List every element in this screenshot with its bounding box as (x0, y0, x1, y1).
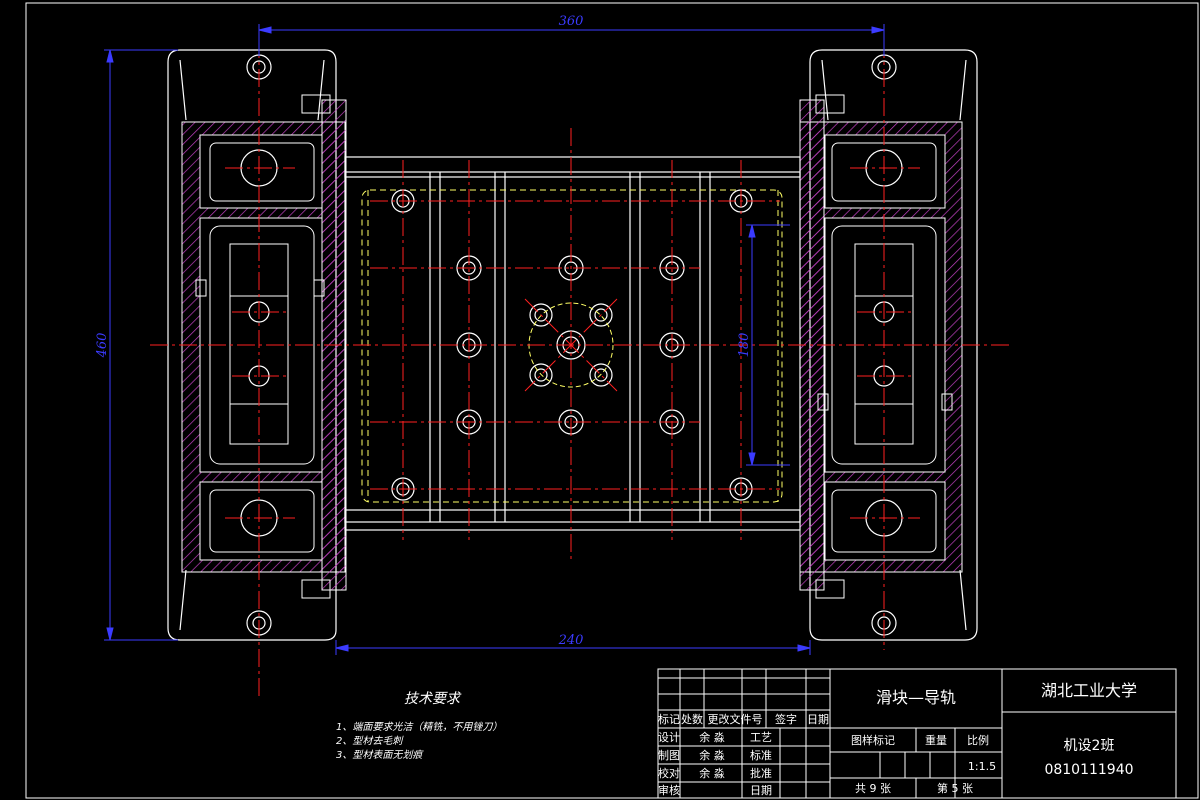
tb-designer: 余 淼 (699, 730, 725, 744)
right-guide-block (809, 49, 978, 641)
left-inner-cutouts (195, 94, 331, 599)
tb-header-change-doc: 更改文件号 (708, 712, 763, 726)
left-hatched-section (181, 99, 347, 591)
tb-drafter: 余 淼 (699, 748, 725, 762)
sheet-border (25, 2, 1199, 799)
dim-height: 460 (95, 333, 110, 359)
tb-weight: 重量 (925, 733, 947, 747)
tb-header-date: 日期 (807, 713, 829, 726)
slider-plate (344, 156, 801, 531)
tb-sheet-no: 第 5 张 (937, 781, 973, 795)
tb-header-mark: 标记 (658, 712, 680, 726)
tb-total-sheets: 共 9 张 (855, 782, 891, 795)
left-guide-block (167, 49, 337, 641)
tb-drawing-name: 滑块—导轨 (876, 688, 956, 707)
hidden-lines (361, 189, 783, 503)
tb-role-date: 日期 (750, 784, 772, 797)
dim-top-width: 360 (559, 14, 584, 29)
tb-student-id: 0810111940 (1044, 762, 1133, 778)
center-lines (150, 40, 1010, 700)
notes-item-3: 3、型材表面无划痕 (336, 749, 424, 761)
notes-title: 技术要求 (404, 691, 462, 707)
tb-class-name: 机设2班 (1064, 738, 1115, 754)
dim-inner-height: 180 (737, 333, 752, 358)
title-block-text: 标记 处数 更改文件号 签字 日期 设计 制图 校对 审核 余 淼 余 淼 余 … (658, 681, 1137, 797)
tb-stage-mark: 图样标记 (851, 733, 895, 747)
tb-role-drafting: 制图 (658, 749, 680, 762)
tb-role-review: 审核 (658, 783, 680, 797)
tb-checker: 余 淼 (699, 766, 725, 780)
tb-scale-label: 比例 (967, 733, 989, 747)
tb-header-count: 处数 (681, 713, 703, 726)
dim-bottom-width: 240 (558, 633, 584, 648)
tb-scale-value: 1:1.5 (968, 760, 996, 773)
tb-role-approve: 批准 (750, 766, 772, 780)
tb-header-signature: 签字 (775, 712, 797, 726)
notes-item-1: 1、端面要求光洁（精铣，不用锉刀） (336, 721, 502, 733)
notes-item-2: 2、型材去毛刺 (336, 735, 404, 747)
tb-role-design: 设计 (658, 731, 680, 744)
tb-role-standard: 标准 (750, 748, 772, 762)
title-block-grid (657, 668, 1177, 799)
tb-school: 湖北工业大学 (1041, 681, 1137, 700)
tb-role-check: 校对 (658, 766, 680, 780)
tb-role-process: 工艺 (750, 731, 772, 744)
dimension-lines (104, 24, 885, 655)
